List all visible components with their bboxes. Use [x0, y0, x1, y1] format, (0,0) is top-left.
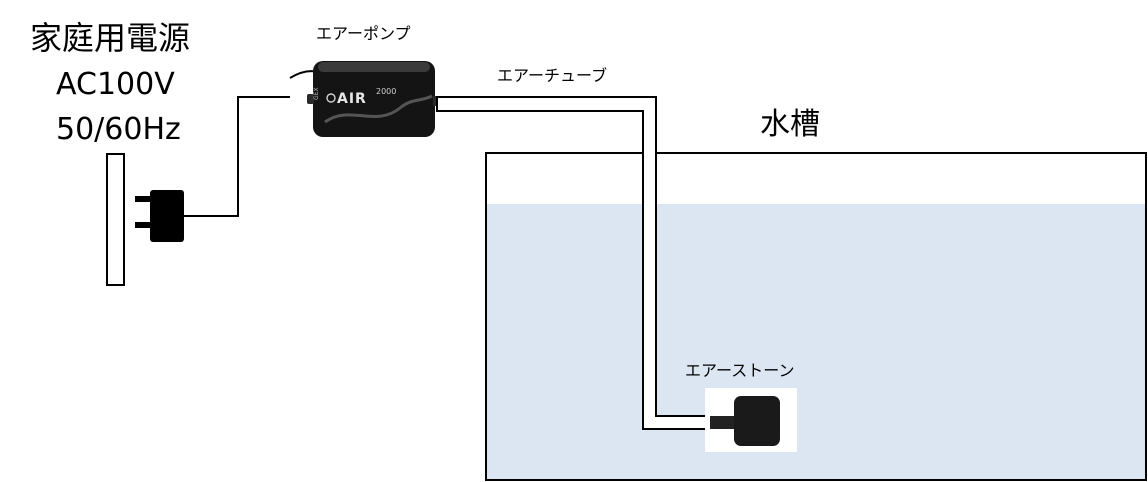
air-stone-stem [710, 416, 738, 429]
pump-maker-text: GEX [313, 87, 320, 100]
air-pump-label: エアーポンプ [316, 24, 411, 43]
pump-swoosh [324, 94, 433, 124]
air-stone [705, 388, 797, 452]
pump-brand-text: AIR [337, 91, 367, 107]
voltage-label: AC100V [56, 67, 175, 102]
power-source-label: 家庭用電源 [30, 19, 191, 57]
air-stone-block [734, 396, 780, 446]
tank-water [486, 204, 1146, 480]
air-stone-label: エアーストーン [685, 361, 795, 380]
wall-outlet [106, 153, 125, 286]
pump-top-highlight [318, 62, 430, 72]
pump-side-knob [307, 94, 314, 104]
frequency-label: 50/60Hz [56, 112, 181, 147]
power-plug-icon [135, 190, 184, 242]
pump-model-text: 2000 [376, 87, 397, 96]
pump-logo-icon [326, 93, 336, 103]
air-pump [307, 61, 439, 137]
air-tube-label: エアーチューブ [497, 66, 608, 85]
tank-outline [485, 152, 1147, 481]
pump-body [313, 61, 435, 137]
tank [485, 152, 1147, 481]
tank-label: 水槽 [760, 107, 820, 142]
power-cord [184, 96, 290, 217]
